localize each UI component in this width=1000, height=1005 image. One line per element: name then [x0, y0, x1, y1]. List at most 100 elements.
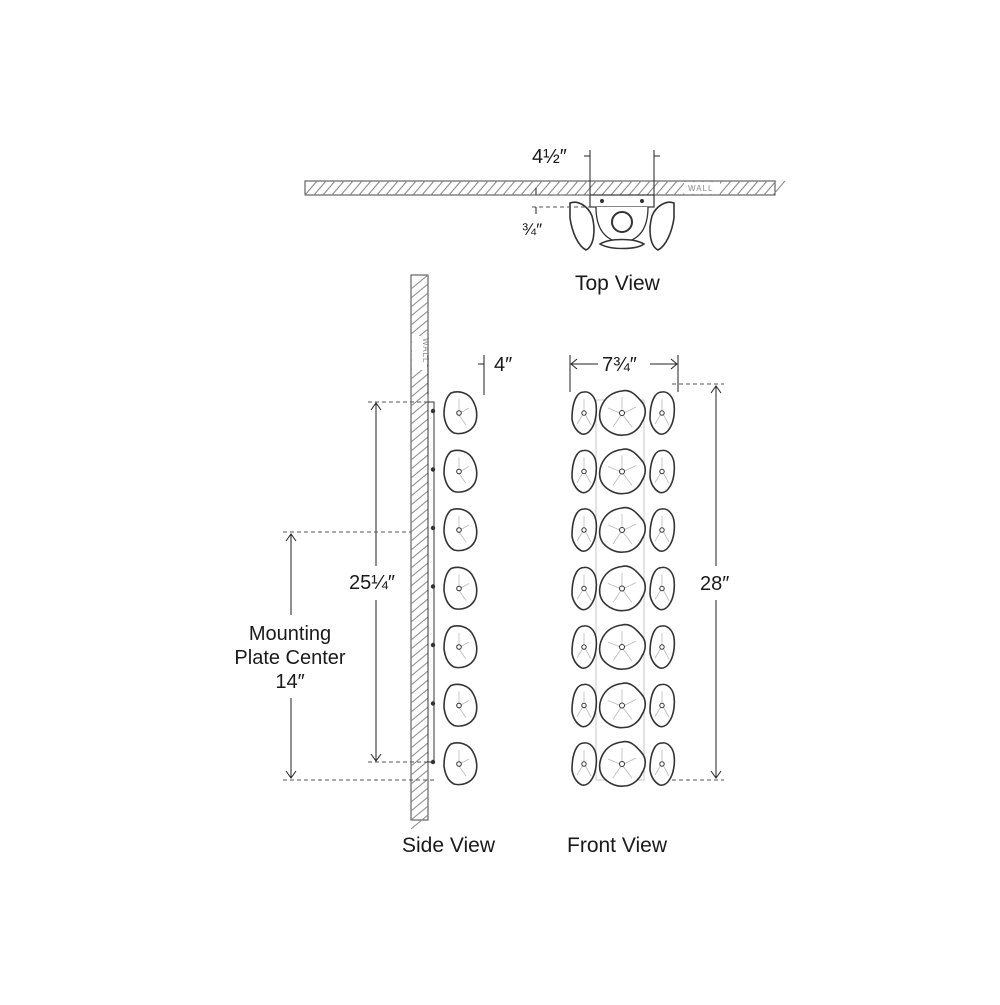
hatch-line	[475, 180, 489, 196]
hatch-line	[430, 180, 444, 196]
hatch-line	[410, 382, 429, 398]
side-mount-pin	[430, 525, 436, 531]
hatch-line	[448, 180, 462, 196]
hatch-line	[304, 180, 318, 196]
hatch-line	[718, 180, 732, 196]
side-glass-petal	[443, 683, 478, 727]
hatch-line	[410, 643, 429, 659]
hatch-line	[736, 180, 750, 196]
hatch-line	[457, 180, 471, 196]
front-petal-left	[571, 449, 598, 494]
top-socket	[611, 211, 633, 233]
hatch-line	[410, 733, 429, 749]
hatch-line	[410, 301, 429, 317]
mount-label-line2: Plate Center	[234, 647, 346, 669]
hatch-line	[410, 472, 429, 488]
front-width-arrow-left	[570, 358, 578, 370]
hatch-line	[358, 180, 372, 196]
side-view-label: Side View	[402, 834, 496, 857]
top-wall-label: WALL	[688, 184, 714, 193]
front-petal-left	[571, 683, 598, 728]
hatch-line	[763, 180, 777, 196]
hatch-line	[520, 180, 534, 196]
hatch-line	[410, 724, 429, 740]
front-petal-right	[649, 391, 676, 435]
hatch-line	[592, 180, 606, 196]
hatch-line	[410, 571, 429, 587]
hatch-line	[410, 373, 429, 389]
top-depth-dimension: ¾″	[522, 188, 590, 239]
hatch-line	[410, 814, 429, 830]
hatch-line	[547, 180, 561, 196]
hatch-line	[410, 607, 429, 623]
top-mount-plate	[589, 194, 655, 208]
hatch-line	[410, 580, 429, 596]
front-height-arrow-top	[710, 385, 722, 394]
hatch-line	[410, 652, 429, 668]
hatch-line	[410, 418, 429, 434]
top-petal-right	[649, 201, 675, 251]
side-depth-label: 4″	[494, 354, 512, 376]
hatch-line	[421, 180, 435, 196]
hatch-line	[410, 706, 429, 722]
front-width-label: 7¾″	[602, 354, 637, 376]
side-height-label: 25¼″	[349, 572, 395, 594]
front-petal-left	[571, 566, 598, 611]
top-wall-label-bg	[684, 182, 720, 194]
front-petal-right	[649, 742, 676, 786]
front-flower-grid	[571, 389, 676, 787]
side-glass-petal	[443, 449, 478, 493]
hatch-line	[556, 180, 570, 196]
front-petal-center	[598, 389, 647, 436]
hatch-line	[322, 180, 336, 196]
front-petal-center	[598, 740, 647, 787]
hatch-line	[410, 409, 429, 425]
front-petal-left	[571, 742, 598, 786]
side-wall: WALL	[410, 274, 430, 830]
hatch-line	[340, 180, 354, 196]
hatch-line	[439, 180, 453, 196]
mount-arrow-top	[285, 533, 297, 542]
mount-label-line3: 14″	[275, 671, 304, 693]
hatch-line	[565, 180, 579, 196]
hatch-line	[410, 463, 429, 479]
side-mount-pin	[430, 408, 436, 414]
side-height-arrow-bottom	[370, 753, 382, 762]
hatch-line	[367, 180, 381, 196]
side-glass-petal	[443, 508, 478, 552]
hatch-line	[410, 481, 429, 497]
hatch-line	[574, 180, 588, 196]
front-height-label: 28″	[700, 573, 729, 595]
hatch-line	[646, 180, 660, 196]
front-petal-right	[649, 566, 676, 611]
hatch-line	[410, 427, 429, 443]
hatch-line	[628, 180, 642, 196]
hatch-line	[772, 180, 786, 196]
hatch-line	[349, 180, 363, 196]
hatch-line	[610, 180, 624, 196]
top-depth-label: ¾″	[522, 220, 542, 239]
side-backplate	[427, 401, 435, 763]
hatch-line	[410, 454, 429, 470]
hatch-line	[410, 553, 429, 569]
hatch-line	[410, 535, 429, 551]
hatch-line	[410, 292, 429, 308]
hatch-line	[410, 508, 429, 524]
hatch-line	[410, 598, 429, 614]
top-screw-right	[640, 199, 644, 203]
hatch-line	[410, 616, 429, 632]
top-width-dimension: 4½″	[532, 146, 660, 195]
hatch-line	[313, 180, 327, 196]
hatch-line	[410, 769, 429, 785]
side-glass-petal	[443, 742, 478, 786]
hatch-line	[410, 526, 429, 542]
front-petal-center	[598, 565, 647, 612]
front-petal-left	[571, 508, 598, 552]
front-petal-left	[571, 625, 598, 669]
hatch-line	[410, 400, 429, 416]
side-glass-petal	[443, 625, 478, 669]
top-wall: WALL	[304, 180, 786, 196]
front-height-arrow-bottom	[710, 770, 722, 779]
hatch-line	[410, 805, 429, 821]
